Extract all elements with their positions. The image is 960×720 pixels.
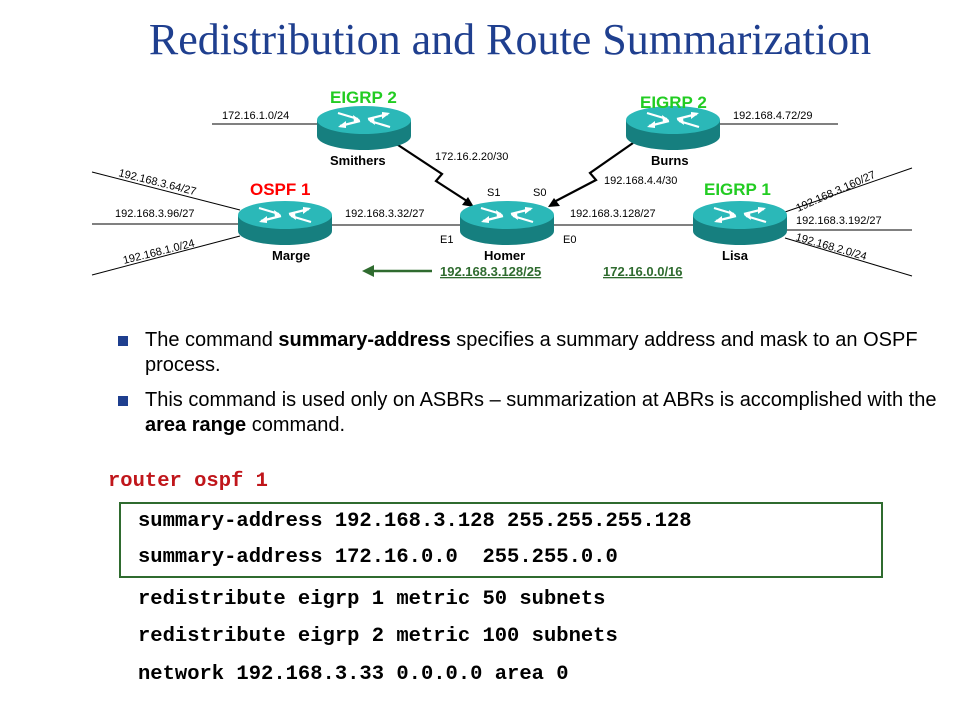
router-burns <box>624 104 722 152</box>
router-name-homer: Homer <box>484 248 525 263</box>
code-network: network 192.168.3.33 0.0.0.0 area 0 <box>138 663 569 686</box>
link-marge-n3 <box>91 235 241 276</box>
bullet-list: The command summary-address specifies a … <box>118 328 938 448</box>
router-lisa <box>691 199 789 247</box>
summary-highlight-box <box>119 502 883 578</box>
summary-label-1: 192.168.3.128/25 <box>440 264 541 279</box>
bullet-square-icon <box>118 336 128 346</box>
links <box>91 123 913 277</box>
code-summary-address-1: summary-address 192.168.3.128 255.255.25… <box>138 510 692 533</box>
interface-label-e1: E1 <box>440 234 453 246</box>
network-label-marge-n2: 192.168.3.96/27 <box>115 208 195 220</box>
protocol-label-smithers: EIGRP 2 <box>330 88 397 107</box>
network-diagram: EIGRP 2 EIGRP 2 OSPF 1 EIGRP 1 Smithers … <box>91 88 913 279</box>
summary-label-2: 172.16.0.0/16 <box>603 264 683 279</box>
code-redistribute-eigrp-2: redistribute eigrp 2 metric 100 subnets <box>138 625 618 648</box>
link-marge-n1 <box>91 171 241 211</box>
network-label-serial-right: 192.168.4.4/30 <box>604 175 677 187</box>
link-lisa-n3 <box>784 237 913 277</box>
network-label-smithers-lan: 172.16.1.0/24 <box>222 110 289 122</box>
interface-label-s1: S1 <box>487 187 500 199</box>
interface-label-e0: E0 <box>563 234 576 246</box>
code-redistribute-eigrp-1: redistribute eigrp 1 metric 50 subnets <box>138 588 606 611</box>
network-label-marge-n1: 192.168.3.64/27 <box>117 167 197 198</box>
network-label-lisa-n1: 192.168.3.160/27 <box>794 169 877 215</box>
network-label-lisa-n2: 192.168.3.192/27 <box>796 215 882 227</box>
serial-link-right <box>551 142 634 204</box>
network-label-marge-homer: 192.168.3.32/27 <box>345 208 425 220</box>
network-label-homer-lisa: 192.168.3.128/27 <box>570 208 656 220</box>
summary-arrow-head <box>362 265 374 277</box>
router-name-smithers: Smithers <box>330 153 386 168</box>
router-homer <box>458 199 556 247</box>
router-marge <box>236 199 334 247</box>
network-label-lisa-n3: 192.168.2.0/24 <box>794 231 868 263</box>
bullet-item: The command summary-address specifies a … <box>118 328 938 378</box>
interface-label-s0: S0 <box>533 187 546 199</box>
bullet-item: This command is used only on ASBRs – sum… <box>118 388 938 438</box>
page-title: Redistribution and Route Summarization <box>148 15 872 64</box>
link-lisa-n1 <box>784 167 913 213</box>
serial-links <box>394 142 634 207</box>
protocol-label-marge: OSPF 1 <box>250 180 310 199</box>
network-label-burns-lan: 192.168.4.72/29 <box>733 110 813 122</box>
router-smithers <box>315 104 413 152</box>
router-name-marge: Marge <box>272 248 310 263</box>
protocol-label-burns: EIGRP 2 <box>640 93 707 112</box>
code-router-ospf: router ospf 1 <box>108 470 268 493</box>
bullet-square-icon <box>118 396 128 406</box>
network-label-serial-left: 172.16.2.20/30 <box>435 151 508 163</box>
network-label-marge-n3: 192.168.1.0/24 <box>122 238 196 267</box>
code-summary-address-2: summary-address 172.16.0.0 255.255.0.0 <box>138 546 618 569</box>
router-name-lisa: Lisa <box>722 248 749 263</box>
router-name-burns: Burns <box>651 153 689 168</box>
serial-link-left <box>394 142 471 204</box>
protocol-label-lisa: EIGRP 1 <box>704 180 771 199</box>
